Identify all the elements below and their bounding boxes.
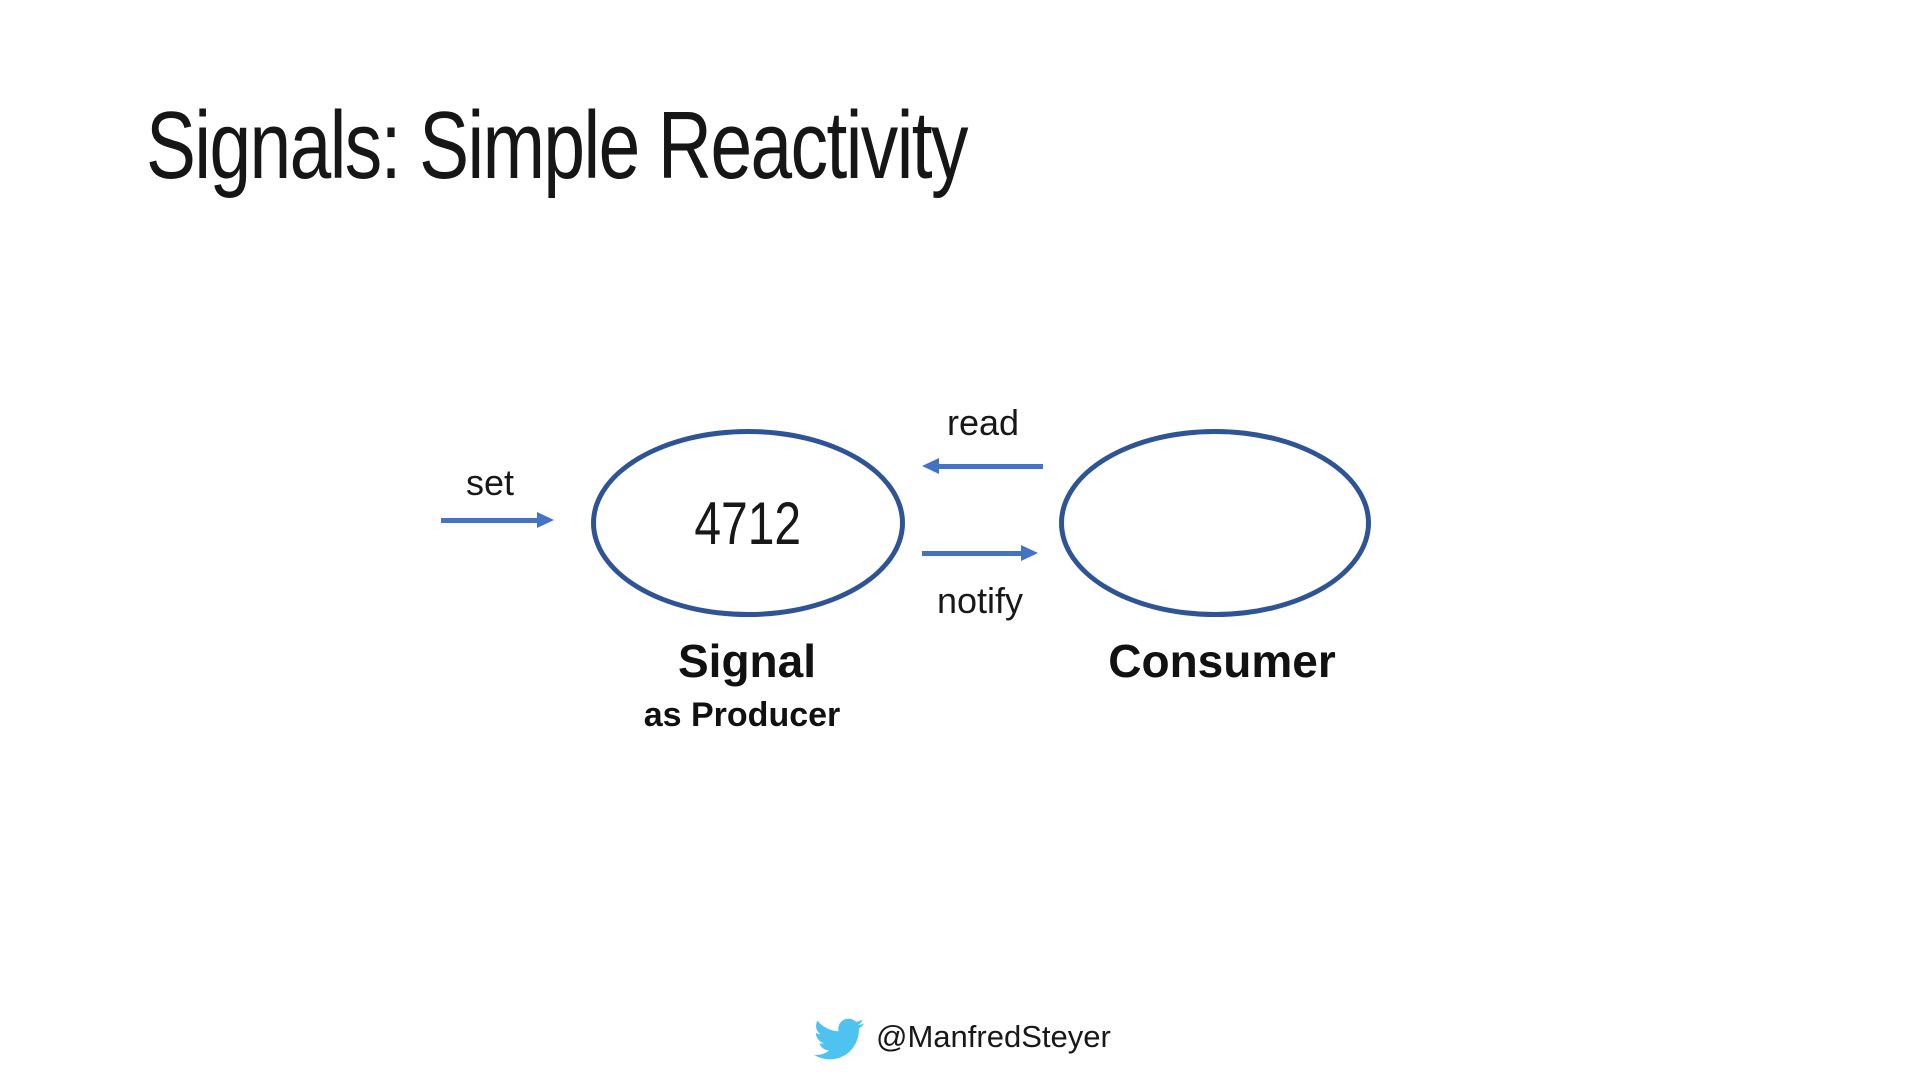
signal-sublabel: as Producer [643, 696, 841, 734]
notify-arrow-shaft [922, 550, 1021, 556]
arrow-right-icon [537, 512, 554, 528]
notify-arrow [922, 545, 1038, 561]
arrow-left-icon [922, 458, 939, 474]
signal-value: 4712 [694, 489, 802, 557]
signal-label: Signal [677, 635, 817, 687]
read-label: read [946, 402, 1020, 443]
slide-title: Signals: Simple Reactivity [146, 92, 968, 199]
arrow-right-icon [1021, 545, 1038, 561]
read-arrow-shaft [939, 463, 1043, 469]
set-label: set [465, 462, 515, 503]
set-arrow-shaft [441, 517, 537, 523]
consumer-label: Consumer [1108, 635, 1336, 687]
set-arrow [441, 512, 554, 528]
twitter-handle: @ManfredSteyer [876, 1019, 1111, 1054]
read-arrow [922, 458, 1043, 474]
notify-label: notify [936, 580, 1024, 621]
signal-ellipse: 4712 [591, 429, 905, 617]
consumer-ellipse [1059, 429, 1371, 617]
twitter-bird-icon [810, 1014, 868, 1064]
